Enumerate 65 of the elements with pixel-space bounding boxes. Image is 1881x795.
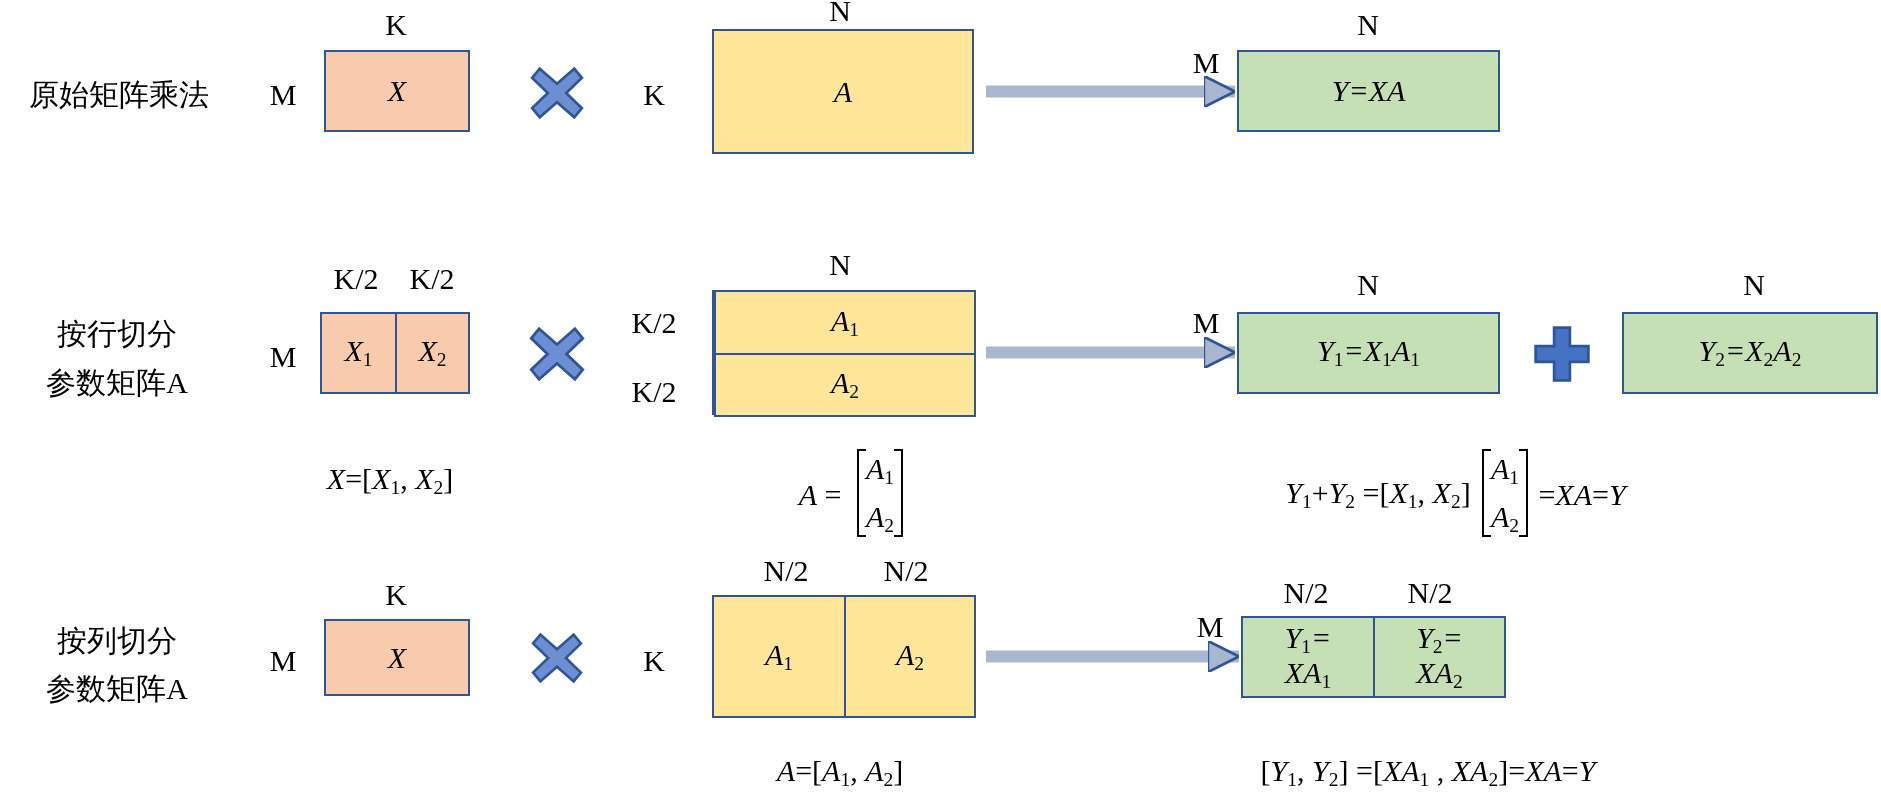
matrix-box <box>320 312 397 394</box>
matrix-label: X$_{1}$ <box>344 335 373 371</box>
matrix-box <box>1237 312 1500 394</box>
dimension-label: K/2 <box>409 261 455 295</box>
dimension-label: M <box>1192 45 1220 79</box>
dimension-label: N/2 <box>763 553 809 587</box>
dimension-label: K/2 <box>631 374 677 408</box>
formula: Y$_{1}$+Y$_{2}$ =[X$_{1}$, X$_{2}$] <box>1285 475 1471 513</box>
matrix-label: A$_{1}$ <box>764 638 794 675</box>
dimension-label: N/2 <box>1283 575 1329 609</box>
formula: A$_{1}$ <box>865 451 895 489</box>
dimension-label: K/2 <box>631 305 677 339</box>
dimension-label: N <box>829 0 851 27</box>
matrix-block <box>714 353 976 417</box>
matrix-box <box>324 619 470 696</box>
formula: [Y$_{1}$, Y$_{2}$] =[XA$_{1}$ , XA$_{2}$]=XA=Y <box>1260 753 1596 791</box>
matrix-label: Y$_{2}$= XA$_{2}$ <box>1414 621 1464 693</box>
row-title: 按列切分 <box>57 623 177 657</box>
matrix-label: X$_{2}$ <box>418 335 447 371</box>
dimension-label: N/2 <box>1407 575 1453 609</box>
matrix-label: A$_{1}$ <box>830 304 860 341</box>
matrix-label: X <box>387 641 407 674</box>
matrix-box <box>712 29 974 154</box>
dimension-label: N/2 <box>883 553 929 587</box>
matrix-label: Y=XA <box>1331 75 1406 107</box>
row-title: 原始矩阵乘法 <box>29 77 209 111</box>
dimension-label: K <box>385 7 407 41</box>
matrix-label: Y$_{1}$= XA$_{1}$ <box>1283 621 1333 693</box>
dimension-label: K/2 <box>333 261 379 295</box>
matrix-label: A$_{2}$ <box>830 367 860 403</box>
formula: A=[A$_{1}$, A$_{2}$] <box>776 753 904 791</box>
dimension-label: M <box>269 77 297 111</box>
formula: A$_{2}$ <box>865 499 895 537</box>
dimension-label: N <box>1357 7 1379 41</box>
dimension-label: K <box>385 577 407 611</box>
dimension-label: M <box>1192 305 1220 339</box>
matrix-label: Y$_{2}$=X$_{2}$A$_{2}$ <box>1698 335 1802 371</box>
matrix-label: A$_{2}$ <box>895 638 925 675</box>
block-arrow <box>986 335 1237 370</box>
matrix-box <box>395 312 470 394</box>
dimension-label: M <box>269 643 297 677</box>
matrix-block <box>714 290 976 355</box>
dimension-label: N <box>1357 267 1379 301</box>
formula: A$_{2}$ <box>1490 499 1520 537</box>
dimension-label: K <box>643 77 665 111</box>
row-title: 参数矩阵A <box>46 671 188 705</box>
matrix-box <box>324 50 470 132</box>
matrix-box <box>1622 312 1878 394</box>
matrix-label: A <box>833 75 853 108</box>
matrix-box <box>1237 50 1500 132</box>
dimension-label: K <box>643 643 665 677</box>
row-title: 参数矩阵A <box>46 365 188 399</box>
formula: X=[X$_{1}$, X$_{2}$] <box>326 461 454 499</box>
matrix-label: X <box>387 75 407 107</box>
formula: A$_{1}$ <box>1490 451 1520 489</box>
block-arrow <box>986 74 1237 109</box>
dimension-label: M <box>269 339 297 373</box>
block-arrow <box>986 639 1241 674</box>
dimension-label: N <box>829 247 851 281</box>
dimension-label: M <box>1196 609 1224 643</box>
formula: A = <box>798 477 842 511</box>
row-title: 按行切分 <box>57 316 177 350</box>
matrix-box <box>712 290 974 415</box>
matrix-label: Y$_{1}$=X$_{1}$A$_{1}$ <box>1317 335 1420 371</box>
dimension-label: N <box>1743 267 1765 301</box>
